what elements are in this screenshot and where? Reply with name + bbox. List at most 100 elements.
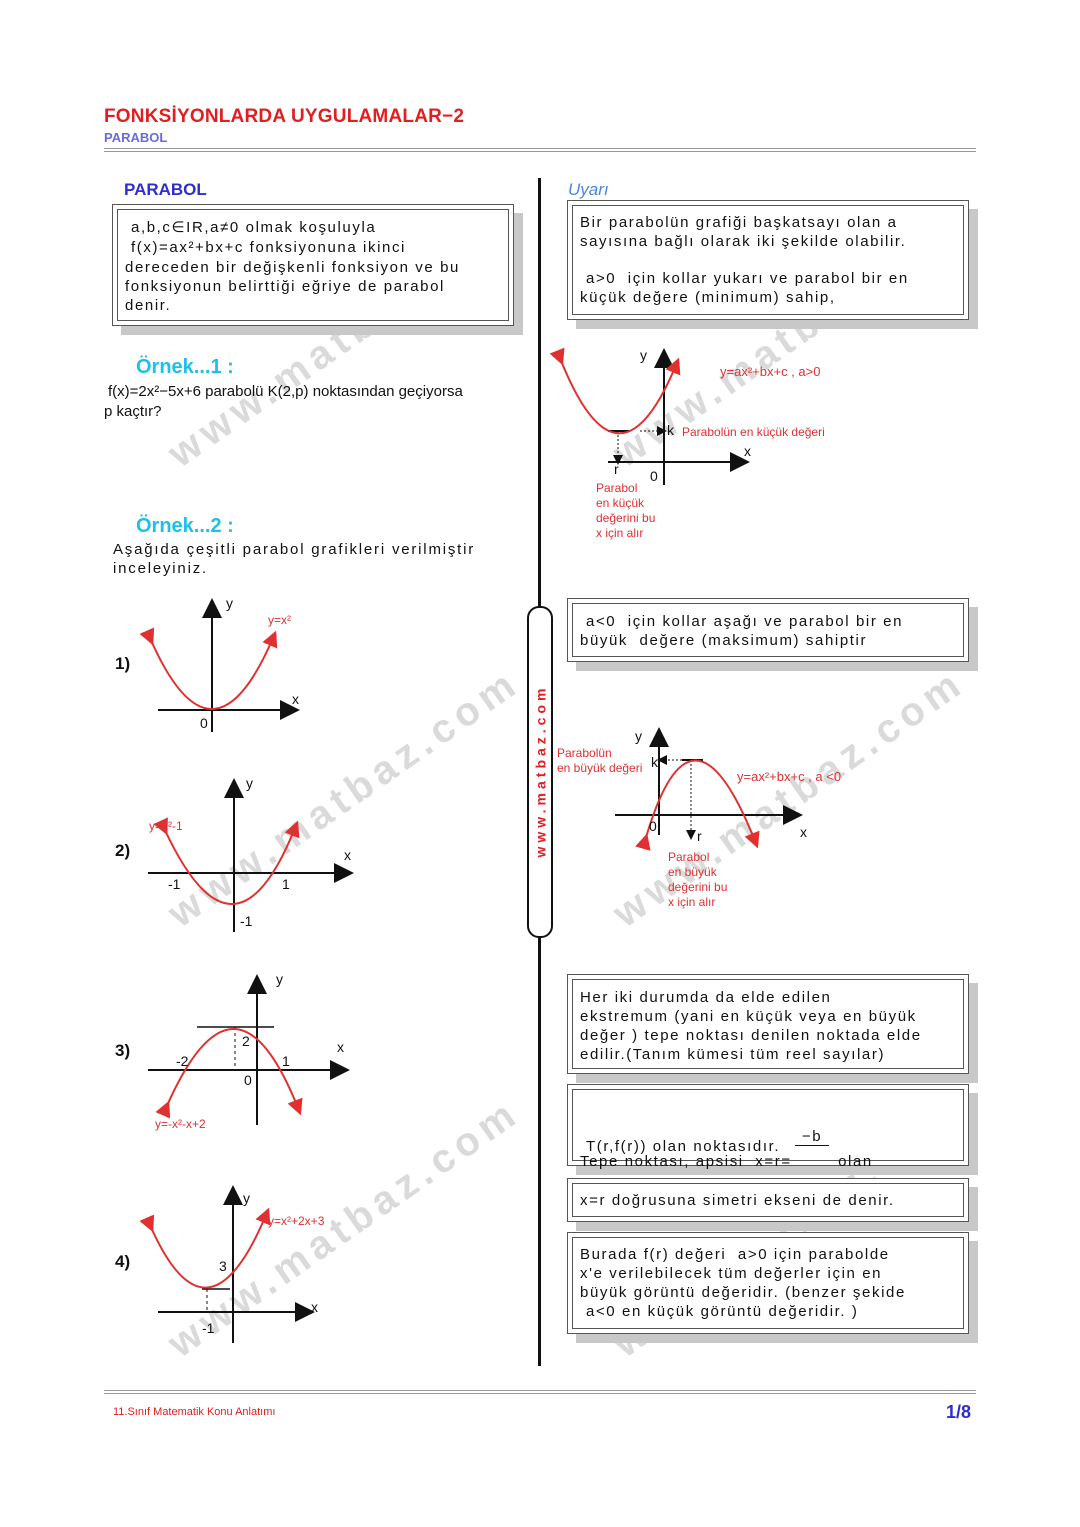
graph-maximum: y x k r 0 y=ax²+bx+c , a <0 Parabolün en… [557, 727, 841, 909]
definition-box: a,b,c∈IR,a≠0 olmak koşuluyla f(x)=ax²+bx… [112, 204, 514, 326]
example2-title: Örnek...2 : [136, 515, 234, 537]
k-note: Parabolün en küçük değeri [682, 425, 825, 439]
definition-line: f(x)=ax²+bx+c fonksiyonuna ikinci [131, 239, 406, 256]
info-line: Bir parabolün grafiği başkatsayı olan a [580, 214, 898, 231]
info-box-5: x=r doğrusuna simetri ekseni de denir. [567, 1178, 969, 1222]
origin-label: 0 [650, 468, 658, 484]
info-line: edilir.(Tanım kümesi tüm reel sayılar) [580, 1046, 886, 1063]
vertex-formula: Tepe noktası, apsisi x=r= −b 2a olan [580, 1097, 873, 1226]
parabola-curve [140, 1207, 271, 1289]
page-number: 1/8 [946, 1402, 972, 1422]
origin-label: 0 [649, 818, 657, 834]
tick-label: 1 [282, 876, 290, 892]
r-label: r [614, 461, 619, 477]
x-label: x [311, 1299, 318, 1315]
y-label: y [276, 971, 283, 987]
tick-label: -1 [202, 1320, 215, 1336]
page-subtitle: PARABOL [104, 130, 168, 145]
equation-label: y=x²-1 [149, 819, 183, 833]
example1-text: p kaçtır? [104, 403, 162, 420]
info-box-3: Her iki durumda da elde edilen ekstremum… [567, 974, 969, 1074]
r-note: x için alır [596, 526, 643, 540]
info-line: Burada f(r) değeri a>0 için parabolde [580, 1246, 890, 1263]
parabola-curve [140, 627, 278, 710]
info-line: büyük değere (maksimum) sahiptir [580, 632, 868, 649]
footer-divider [104, 1390, 976, 1394]
equation-label: y=ax²+bx+c , a>0 [720, 364, 820, 379]
definition-line: a,b,c∈IR,a≠0 olmak koşuluyla [131, 219, 377, 236]
x-label: x [337, 1039, 344, 1055]
r-note: en büyük [668, 865, 718, 879]
equation-label: y=ax²+bx+c , a <0 [737, 769, 841, 784]
k-label: k [667, 422, 675, 438]
page-title: FONKSİYONLARDA UYGULAMALAR−2 [104, 106, 465, 127]
x-label: x [292, 691, 299, 707]
r-note: x için alır [668, 895, 715, 909]
formula-suffix: olan [832, 1153, 873, 1170]
r-note: değerini bu [668, 880, 727, 894]
info-line: sayısına bağlı olarak iki şekilde olabil… [580, 233, 907, 250]
info-line: değer ) tepe noktası denilen noktada eld… [580, 1027, 922, 1044]
r-note: Parabol [668, 850, 709, 864]
x-label: x [744, 443, 751, 459]
y-label: y [243, 1190, 250, 1206]
tick-label: -1 [168, 876, 181, 892]
info-line: x'e verilebilecek tüm değerler için en [580, 1265, 883, 1282]
info-line: x=r doğrusuna simetri ekseni de denir. [580, 1192, 895, 1209]
graph-1: y x 0 y=x² [140, 595, 300, 732]
info-line: a<0 için kollar aşağı ve parabol bir en [586, 613, 904, 630]
parabola-curve [155, 1028, 303, 1119]
info-line: ekstremum (yani en küçük veya en büyük [580, 1008, 917, 1025]
tick-label: 1 [282, 1053, 290, 1069]
footer-text: 11.Sınıf Matematik Konu Anlatımı [113, 1406, 276, 1418]
tick-label: -2 [176, 1053, 189, 1069]
graph-number: 3) [115, 1041, 131, 1060]
info-box-6: Burada f(r) değeri a>0 için parabolde x'… [567, 1232, 969, 1334]
r-note: Parabol [596, 481, 637, 495]
header-divider [104, 148, 976, 152]
graph-number: 2) [115, 841, 131, 860]
parabola-curve [550, 347, 681, 435]
tick-label: -1 [240, 913, 253, 929]
formula-prefix: Tepe noktası, apsisi x=r= [580, 1153, 792, 1170]
info-box-4: Tepe noktası, apsisi x=r= −b 2a olan T(r… [567, 1084, 969, 1194]
info-line: a<0 en küçük görüntü değeridir. ) [586, 1303, 859, 1320]
parabola-curve [153, 817, 300, 905]
definition-line: denir. [125, 297, 172, 314]
graph-minimum: y x k r 0 y=ax²+bx+c , a>0 Parabolün en … [550, 347, 825, 540]
info-box-2: a<0 için kollar aşağı ve parabol bir en … [567, 598, 969, 662]
fraction-numerator: −b [794, 1129, 830, 1146]
info-line: Her iki durumda da elde edilen [580, 989, 832, 1006]
tick-label: 2 [242, 1033, 250, 1049]
definition-line: fonksiyonun belirttiği eğriye de parabol [125, 278, 445, 295]
graph-2: y x -1 1 -1 y=x²-1 [148, 775, 354, 932]
k-label: k [651, 754, 659, 770]
info-box-1: Bir parabolün grafiği başkatsayı olan a … [567, 200, 969, 320]
side-banner-frame [527, 606, 553, 938]
x-label: x [800, 824, 807, 840]
warning-title: Uyarı [568, 180, 609, 199]
example1-text: f(x)=2x²−5x+6 parabolü K(2,p) noktasında… [108, 383, 463, 400]
r-note: en küçük [596, 496, 645, 510]
info-line: küçük değere (minimum) sahip, [580, 289, 836, 306]
y-label: y [226, 595, 233, 611]
tick-label: 3 [219, 1258, 227, 1274]
tick-label: 0 [244, 1072, 252, 1088]
parabola-curve [635, 759, 760, 851]
example2-text: inceleyiniz. [113, 560, 208, 577]
tick-label: 0 [200, 715, 208, 731]
graph-number: 4) [115, 1252, 131, 1271]
side-banner: www.matbaz.com [532, 684, 549, 858]
y-label: y [635, 728, 642, 744]
k-note: en büyük değeri [557, 761, 642, 775]
y-label: y [246, 775, 253, 791]
equation-label: y=x²+2x+3 [268, 1214, 325, 1228]
k-note: Parabolün [557, 746, 612, 760]
equation-label: y=x² [268, 613, 291, 627]
x-label: x [344, 847, 351, 863]
definition-line: dereceden bir değişkenli fonksiyon ve bu [125, 259, 461, 276]
example1-title: Örnek...1 : [136, 356, 234, 378]
y-label: y [640, 347, 647, 363]
example2-text: Aşağıda çeşitli parabol grafikleri veril… [113, 541, 476, 558]
info-line: büyük görüntü değeridir. (benzer şekide [580, 1284, 906, 1301]
